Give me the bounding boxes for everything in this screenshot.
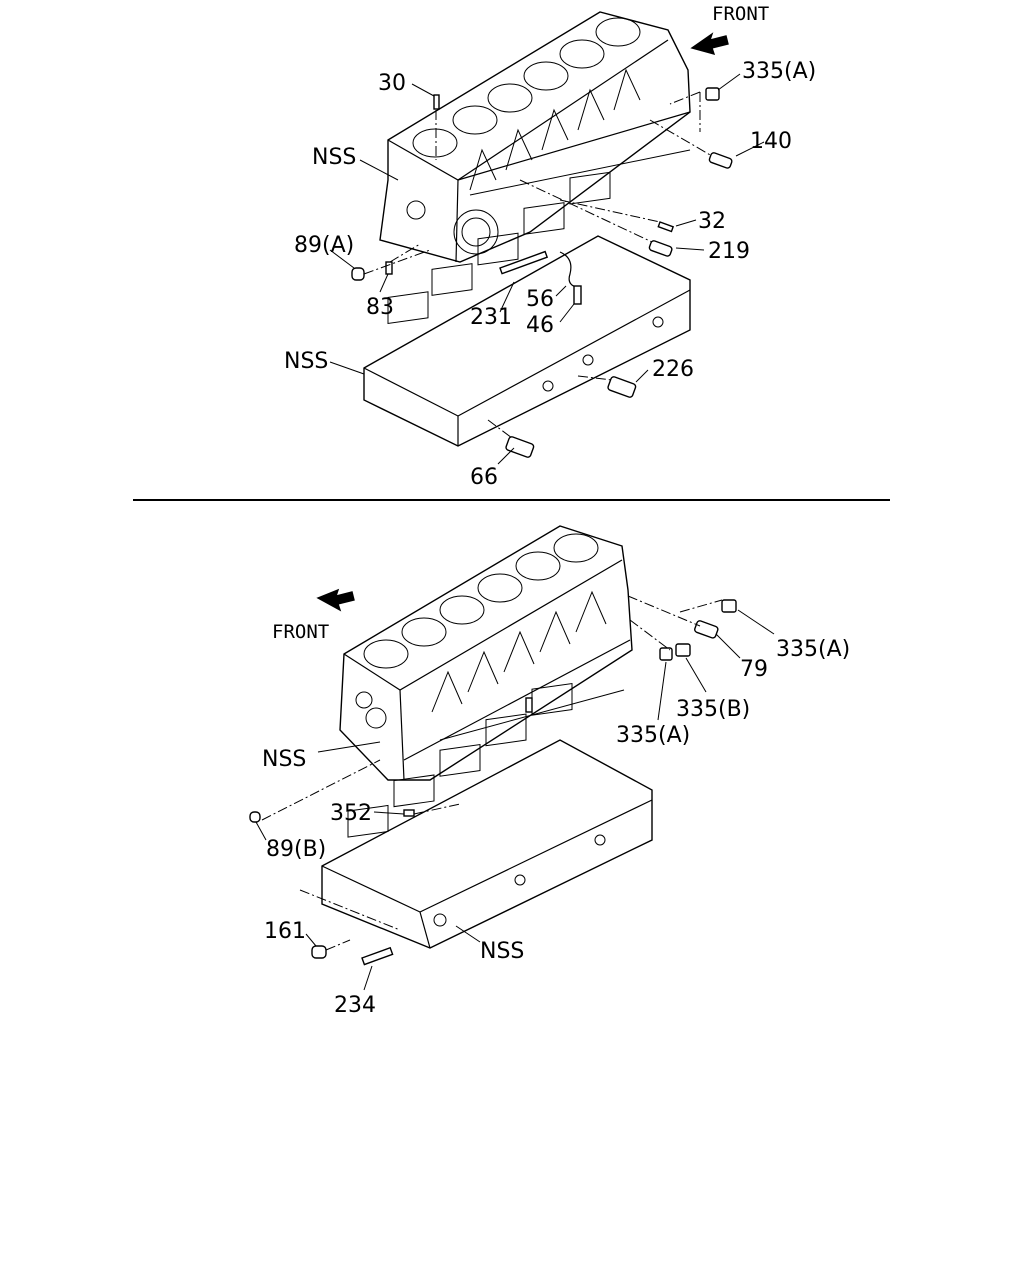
cylinder-block-lower [339, 525, 633, 781]
callout-89b: 89(B) [266, 837, 326, 862]
callout-79: 79 [740, 657, 768, 682]
callout-nss-block: NSS [312, 145, 356, 170]
callout-335a-lower: 335(A) [616, 723, 690, 748]
callout-335a: 335(A) [742, 59, 816, 84]
callout-46: 46 [526, 313, 554, 338]
front-label-upper: FRONT [712, 3, 769, 25]
callout-219: 219 [708, 239, 750, 264]
plug-89a [351, 267, 365, 281]
callout-234: 234 [334, 993, 376, 1018]
pin-32 [657, 221, 675, 233]
callout-83: 83 [366, 295, 394, 320]
front-arrow-icon [316, 588, 355, 612]
callout-nss-block-lower: NSS [262, 747, 306, 772]
callout-nss-bedplate: NSS [284, 349, 328, 374]
plug-335b [675, 643, 691, 657]
plug-335a-upper [705, 87, 720, 101]
callout-335a-right: 335(A) [776, 637, 850, 662]
lower-assembly: FRONT [249, 525, 850, 1018]
front-arrow-icon [690, 32, 729, 56]
callout-56: 56 [526, 287, 554, 312]
front-label-lower: FRONT [272, 621, 329, 643]
pin-352 [403, 809, 415, 817]
bolt-46 [573, 285, 582, 305]
callout-30: 30 [378, 71, 406, 96]
sensor-66 [505, 436, 535, 458]
bedplate-upper [363, 171, 691, 447]
sensor-226 [607, 376, 637, 398]
cylinder-block-upper [379, 11, 691, 263]
fitting-79 [694, 620, 719, 639]
bedplate-lower [321, 683, 653, 949]
stud-231 [499, 250, 549, 275]
callout-161: 161 [264, 919, 306, 944]
bolt-219 [648, 240, 673, 257]
callout-140: 140 [750, 129, 792, 154]
callout-89a: 89(A) [294, 233, 354, 258]
callout-231: 231 [470, 305, 512, 330]
plug-335a-lower [659, 647, 673, 661]
upper-assembly: FRONT [284, 3, 816, 490]
callout-352: 352 [330, 801, 372, 826]
plug-161 [311, 945, 327, 959]
callout-32: 32 [698, 209, 726, 234]
callout-nss-bedplate-lower: NSS [480, 939, 524, 964]
plug-335a-right [721, 599, 737, 613]
dowel-pin-30 [433, 94, 440, 110]
stud-234 [361, 946, 394, 966]
plug-89b [249, 811, 261, 823]
bolt-140 [708, 152, 733, 169]
dowel-83 [385, 261, 393, 275]
callout-66: 66 [470, 465, 498, 490]
callout-226: 226 [652, 357, 694, 382]
callout-335b: 335(B) [676, 697, 750, 722]
